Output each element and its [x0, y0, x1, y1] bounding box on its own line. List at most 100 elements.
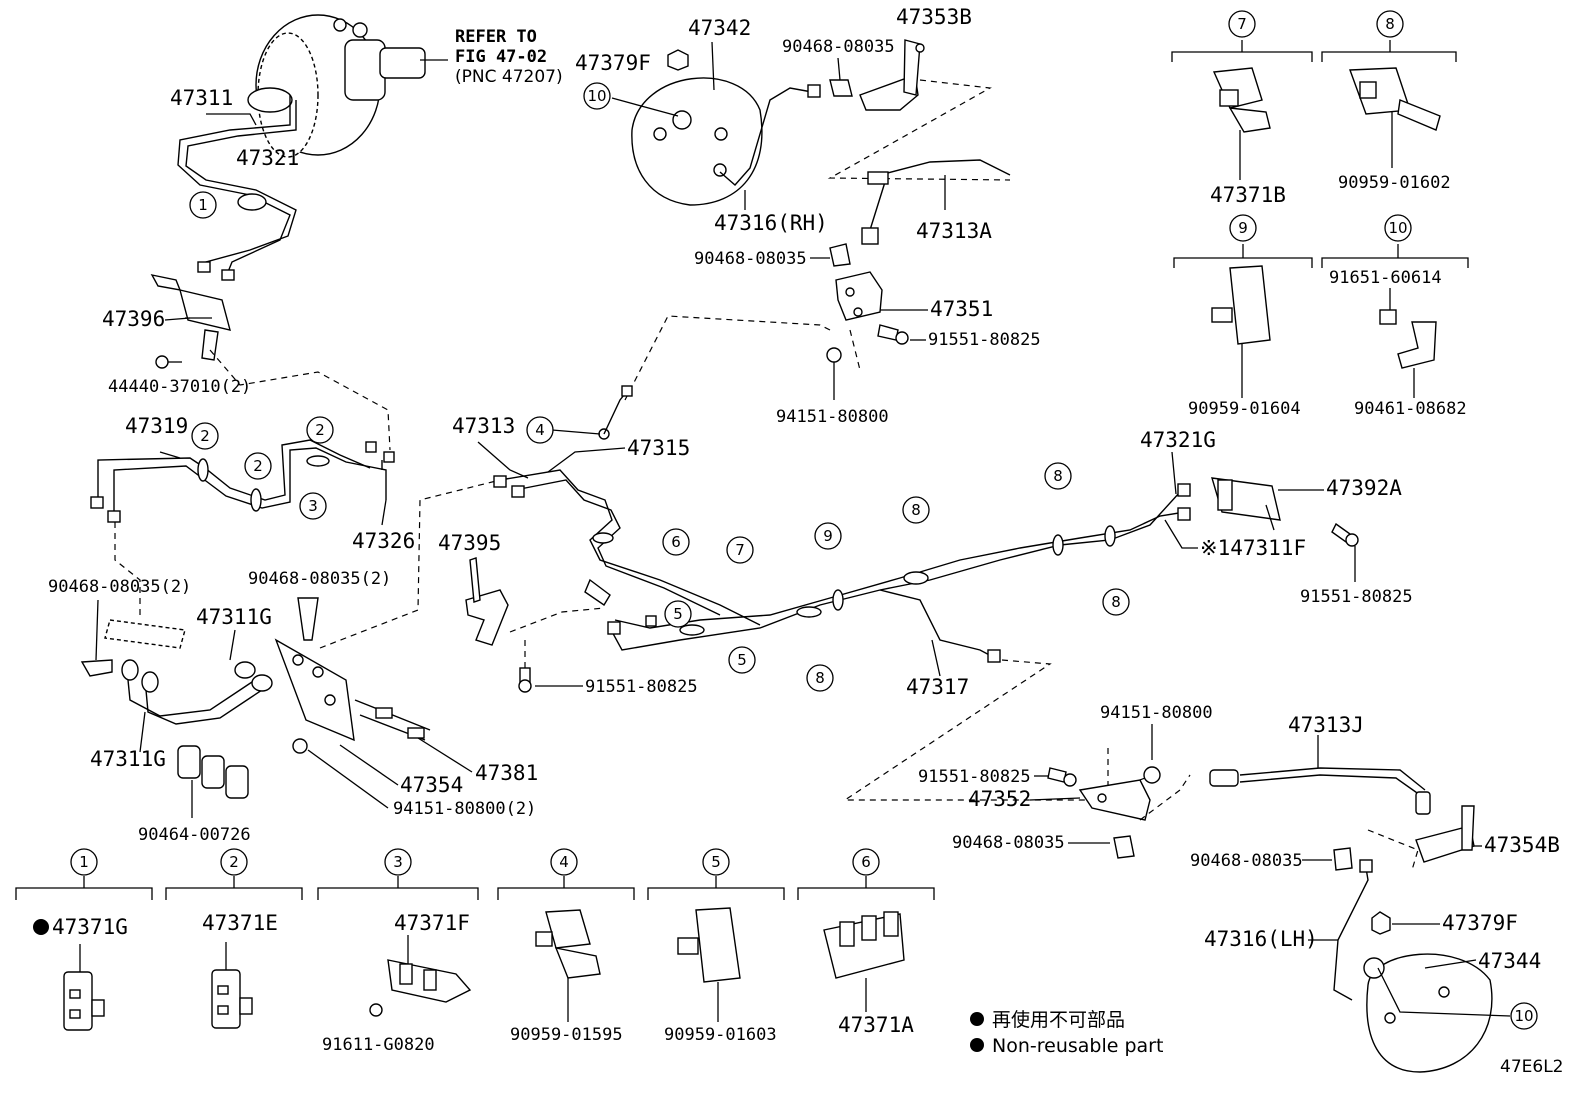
callout-5-panel: 5 [702, 848, 730, 876]
label-47342: 47342 [688, 16, 751, 40]
refer-note: REFER TO FIG 47-02 (PNC 47207) [455, 27, 563, 87]
label-90468-08035-2b: 90468-08035(2) [248, 569, 391, 589]
callout-2-panel: 2 [220, 848, 248, 876]
label-47313: 47313 [452, 414, 515, 438]
panel-5 [647, 876, 785, 1022]
refer-note-line1: REFER TO [455, 27, 537, 47]
label-91551-80825-b: 91551-80825 [585, 677, 698, 697]
label-94151-80800-a: 94151-80800 [776, 407, 889, 427]
bracket-47353B [859, 39, 925, 111]
leader-47326 [381, 499, 387, 526]
svg-text:7: 7 [1237, 15, 1247, 33]
label-47311G-lower: 47311G [90, 747, 166, 771]
bolt-91551-a [877, 324, 909, 345]
leader-47317 [931, 639, 941, 677]
dashed-leader-d [827, 79, 1011, 181]
leader-47311G [229, 629, 236, 661]
leader-47319 [159, 451, 181, 459]
label-90468-08035-2a: 90468-08035(2) [48, 577, 191, 597]
panel-10 [1321, 244, 1469, 398]
hose-47313A-lower [869, 181, 886, 231]
label-90959-01604: 90959-01604 [1188, 399, 1301, 419]
label-47344: 47344 [1478, 949, 1541, 973]
label-47371G: 47371G [52, 915, 128, 939]
dashed-leader-c [319, 479, 501, 649]
svg-text:6: 6 [671, 533, 681, 551]
panel-7 [1171, 40, 1313, 180]
label-47392A: 47392A [1326, 476, 1402, 500]
callout-10-lower: 10 [1510, 1002, 1538, 1030]
label-47319: 47319 [125, 414, 188, 438]
leader-callout-4 [551, 429, 601, 435]
label-90468-08035-d: 90468-08035 [694, 249, 807, 269]
leader-47311F [1164, 519, 1198, 549]
legend-text-en: Non-reusable part [992, 1035, 1163, 1057]
callout-4-panel: 4 [550, 848, 578, 876]
tube-47319-47326 [90, 439, 395, 523]
clip-90468-upper [297, 597, 319, 641]
nut-47379F-lower [1371, 911, 1391, 935]
panel-8 [1321, 40, 1457, 168]
label-47326: 47326 [352, 529, 415, 553]
dashed-leader-f [849, 329, 861, 371]
callout-8-d: 8 [1102, 588, 1130, 616]
bolt-91551-b [518, 667, 532, 693]
svg-text:5: 5 [673, 605, 683, 623]
label-47321G: 47321G [1140, 428, 1216, 452]
label-47315: 47315 [627, 436, 690, 460]
leader-47396 [164, 317, 191, 321]
callout-8-c: 8 [1044, 462, 1072, 490]
svg-text:3: 3 [308, 497, 318, 515]
booster-rh-illustration [631, 77, 763, 206]
panel-3 [317, 876, 479, 1017]
svg-text:2: 2 [200, 427, 210, 445]
dashed-leader-e [624, 315, 831, 401]
non-reusable-dot-47371G [33, 919, 49, 935]
label-90464-00726: 90464-00726 [138, 825, 251, 845]
panel-4 [497, 876, 635, 1022]
clip-90468-top [829, 79, 853, 97]
leader-47311G-b [139, 711, 146, 753]
tube-47316-rh [719, 87, 813, 186]
tube-47316-lh [1333, 867, 1369, 1001]
fitting-47313A-top [867, 171, 889, 185]
figure-code: 47E6L2 [1500, 1057, 1563, 1077]
label-47354B: 47354B [1484, 833, 1560, 857]
leader-94151b [307, 749, 389, 809]
label-91551-80825-c: 91551-80825 [1300, 587, 1413, 607]
label-47395: 47395 [438, 531, 501, 555]
tube-47311G [121, 659, 273, 725]
panel-1 [15, 876, 153, 1031]
bracket-47352 [1078, 779, 1151, 821]
svg-text:1: 1 [198, 196, 208, 214]
panel-2 [165, 876, 303, 1029]
svg-text:2: 2 [229, 853, 239, 871]
label-47371B: 47371B [1210, 183, 1286, 207]
callout-9-main: 9 [814, 522, 842, 550]
fitting-47316-lh-top [1359, 859, 1373, 873]
label-91611-G0820: 91611-G0820 [322, 1035, 435, 1055]
label-47381: 47381 [475, 761, 538, 785]
label-91651-60614: 91651-60614 [1329, 268, 1442, 288]
leader-47342 [711, 41, 715, 91]
svg-text:2: 2 [253, 457, 263, 475]
label-90959-01602: 90959-01602 [1338, 173, 1451, 193]
dashed-leader-k [1139, 774, 1191, 821]
label-47379F-upper: 47379F [575, 51, 651, 75]
label-47351: 47351 [930, 297, 993, 321]
svg-text:3: 3 [393, 853, 403, 871]
svg-text:7: 7 [735, 541, 745, 559]
label-90959-01595: 90959-01595 [510, 1025, 623, 1045]
callout-10-panel: 10 [1384, 214, 1412, 242]
label-47396: 47396 [102, 307, 165, 331]
label-91551-80825-a: 91551-80825 [928, 330, 1041, 350]
panel-9 [1173, 244, 1313, 398]
legend: 再使用不可部品 Non-reusable part [970, 1009, 1163, 1057]
callout-3-panel: 3 [384, 848, 412, 876]
clip-90468-left [80, 619, 186, 677]
callout-2-a: 2 [191, 422, 219, 450]
clip-90468-f [1333, 847, 1353, 871]
refer-note-line2: FIG 47-02 [455, 47, 547, 67]
label-47311: 47311 [170, 86, 233, 110]
svg-text:8: 8 [1385, 15, 1395, 33]
